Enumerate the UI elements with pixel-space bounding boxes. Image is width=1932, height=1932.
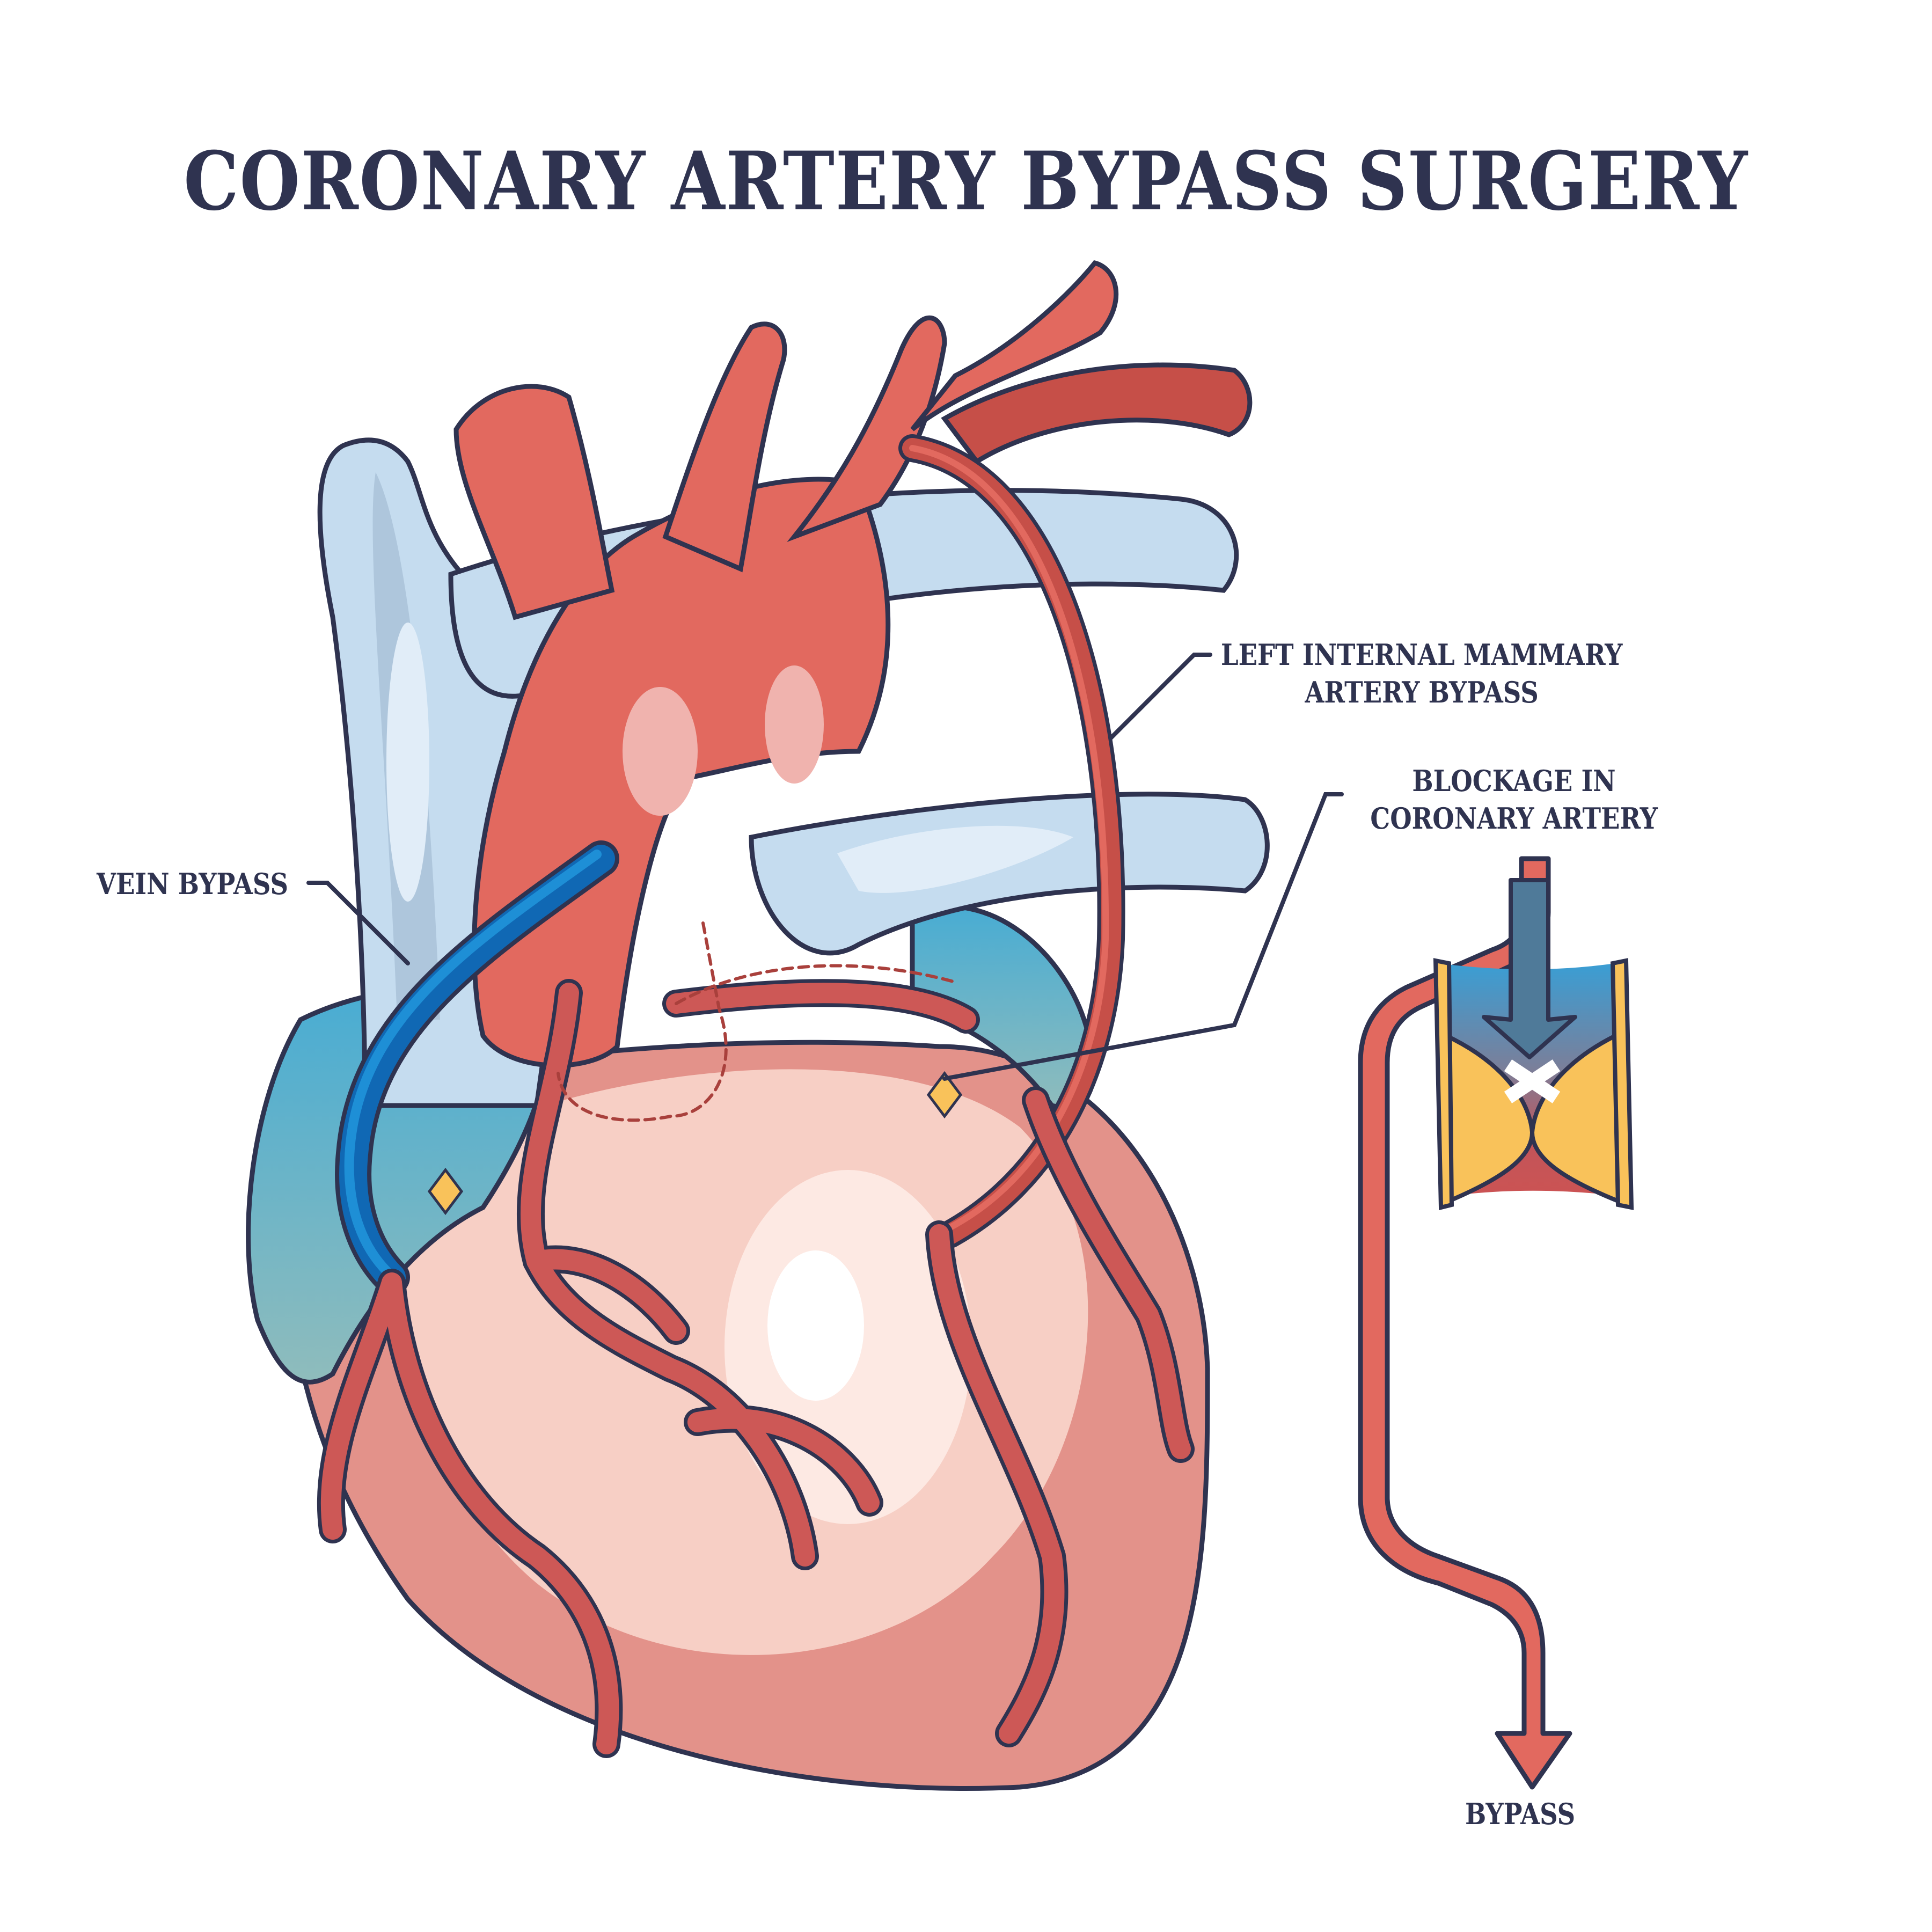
- blocked-x-icon: [1504, 1059, 1561, 1103]
- bypass-arrow: [1358, 856, 1572, 1790]
- down-arrow-icon: [1482, 878, 1577, 1059]
- label-blockage-line1: BLOCKAGE IN: [1412, 764, 1616, 798]
- vein-graft: [335, 840, 619, 1296]
- leader-lines: [306, 653, 1344, 1081]
- label-vein-bypass: VEIN BYPASS: [97, 867, 288, 901]
- label-blockage-line2: CORONARY ARTERY: [1370, 801, 1658, 836]
- plaque-markers: [427, 1071, 963, 1216]
- vein-bypass-leader: [306, 881, 410, 965]
- label-bypass: BYPASS: [1465, 1797, 1576, 1831]
- label-lima-line2: ARTERY BYPASS: [1305, 675, 1539, 709]
- coronary-arteries: [317, 921, 1195, 1758]
- label-lima-line1: LEFT INTERNAL MAMMARY: [1221, 638, 1623, 672]
- lima-graft: [898, 434, 1125, 1248]
- lima-leader: [1109, 653, 1212, 740]
- blocked-artery-section: [1433, 878, 1634, 1211]
- blockage-leader: [942, 792, 1344, 1081]
- page-title: CORONARY ARTERY BYPASS SURGERY: [184, 134, 1748, 229]
